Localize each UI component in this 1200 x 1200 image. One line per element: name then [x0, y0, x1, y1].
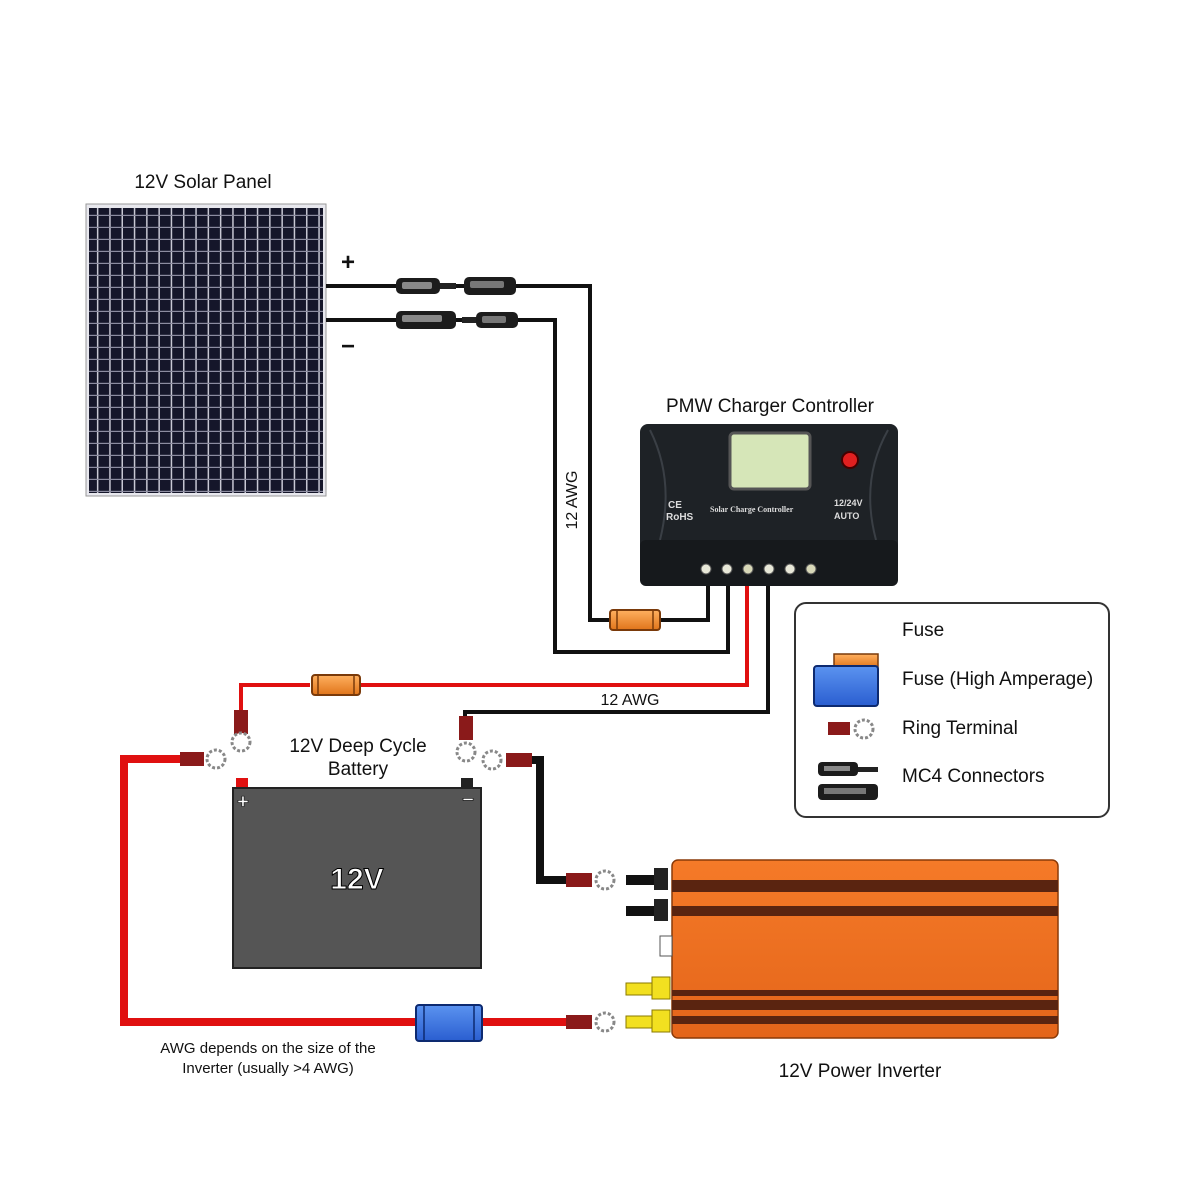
ring-terminals-battery: [180, 710, 532, 771]
controller-face-name: Solar Charge Controller: [710, 505, 794, 514]
legend-label-mc4-connectors: MC4 Connectors: [902, 766, 1045, 787]
terminal-screw: [763, 563, 775, 575]
power-inverter: 12V Power Inverter: [625, 859, 1059, 1082]
legend-label-fuse: Fuse: [902, 620, 945, 641]
terminal-screw: [784, 563, 796, 575]
ce-mark: CE: [668, 500, 682, 511]
inverter-cables: AWG depends on the size of the Inverter …: [120, 755, 616, 1077]
wire-gauge-label-vertical: 12 AWG: [564, 471, 581, 530]
fuse-battery-line: [311, 674, 361, 696]
rohs-mark: RoHS: [666, 512, 694, 523]
inverter-cable-note-line2: Inverter (usually >4 AWG): [182, 1060, 354, 1077]
solar-panel-label: 12V Solar Panel: [134, 172, 271, 193]
high-amperage-fuse: [415, 1004, 483, 1042]
terminal-screw: [721, 563, 733, 575]
controller-face-auto: AUTO: [834, 511, 859, 521]
legend-label-high-amperage-fuse: Fuse (High Amperage): [902, 669, 1094, 690]
panel-positive-sign: +: [341, 249, 355, 276]
ring-terminal: [459, 716, 473, 740]
ring-terminal: [234, 710, 248, 734]
mc4-connectors: [396, 277, 518, 329]
terminal-screw: [805, 563, 817, 575]
battery-label-line2: Battery: [328, 759, 389, 780]
battery-voltage-label: 12V: [330, 863, 383, 896]
solar-panel: 12V Solar Panel + −: [85, 172, 355, 497]
inverter-negative-cable: [532, 756, 568, 884]
battery-body: [232, 787, 482, 969]
high-amperage-fuse-icon: [813, 653, 879, 707]
inverter-label: 12V Power Inverter: [779, 1061, 942, 1082]
battery-label-line1: 12V Deep Cycle: [289, 736, 426, 757]
ring-terminal: [566, 1015, 592, 1029]
battery-positive-wire: [360, 586, 749, 687]
terminal-screw: [742, 563, 754, 575]
inverter-negative-terminal: [626, 875, 654, 885]
panel-positive-wire: [326, 284, 610, 622]
mc4-connector-positive: [396, 277, 516, 295]
solar-panel-cells: [89, 208, 323, 493]
controller-lcd-screen: [728, 431, 812, 491]
battery-negative-sign: −: [462, 789, 474, 811]
terminal-screw: [700, 563, 712, 575]
inverter-negative-terminal: [626, 906, 654, 916]
wire-gauge-label-horizontal: 12 AWG: [601, 692, 660, 709]
panel-negative-sign: −: [341, 333, 355, 360]
charge-controller: PMW Charger Controller CE RoHS Solar Cha…: [640, 396, 898, 586]
ring-terminal: [180, 752, 204, 766]
charge-controller-label: PMW Charger Controller: [666, 396, 875, 417]
controller-led: [841, 451, 859, 469]
inverter-positive-terminal: [625, 1015, 653, 1029]
inverter-cable-note-line1: AWG depends on the size of the: [160, 1040, 375, 1057]
controller-face-voltage: 12/24V: [834, 498, 863, 508]
battery: 12V Deep Cycle Battery + − 12V: [232, 736, 482, 969]
inverter-positive-cable: [120, 755, 416, 1026]
panel-positive-wire-to-controller: [660, 578, 710, 622]
battery-positive-wire-lead: [239, 683, 310, 712]
ring-terminal-icon: [828, 718, 875, 740]
mc4-connector-negative: [396, 311, 518, 329]
ring-terminal: [506, 753, 532, 767]
fuse-panel-line: [609, 609, 661, 631]
battery-positive-sign: +: [237, 791, 249, 813]
controller-terminals: [700, 563, 817, 575]
inverter-positive-terminal: [625, 982, 653, 996]
legend-label-ring-terminal: Ring Terminal: [902, 718, 1018, 739]
legend: Fuse Fuse (High Amperage) Ring Terminal …: [794, 602, 1110, 818]
ring-terminal: [566, 873, 592, 887]
mc4-connector-icon: [818, 762, 878, 800]
